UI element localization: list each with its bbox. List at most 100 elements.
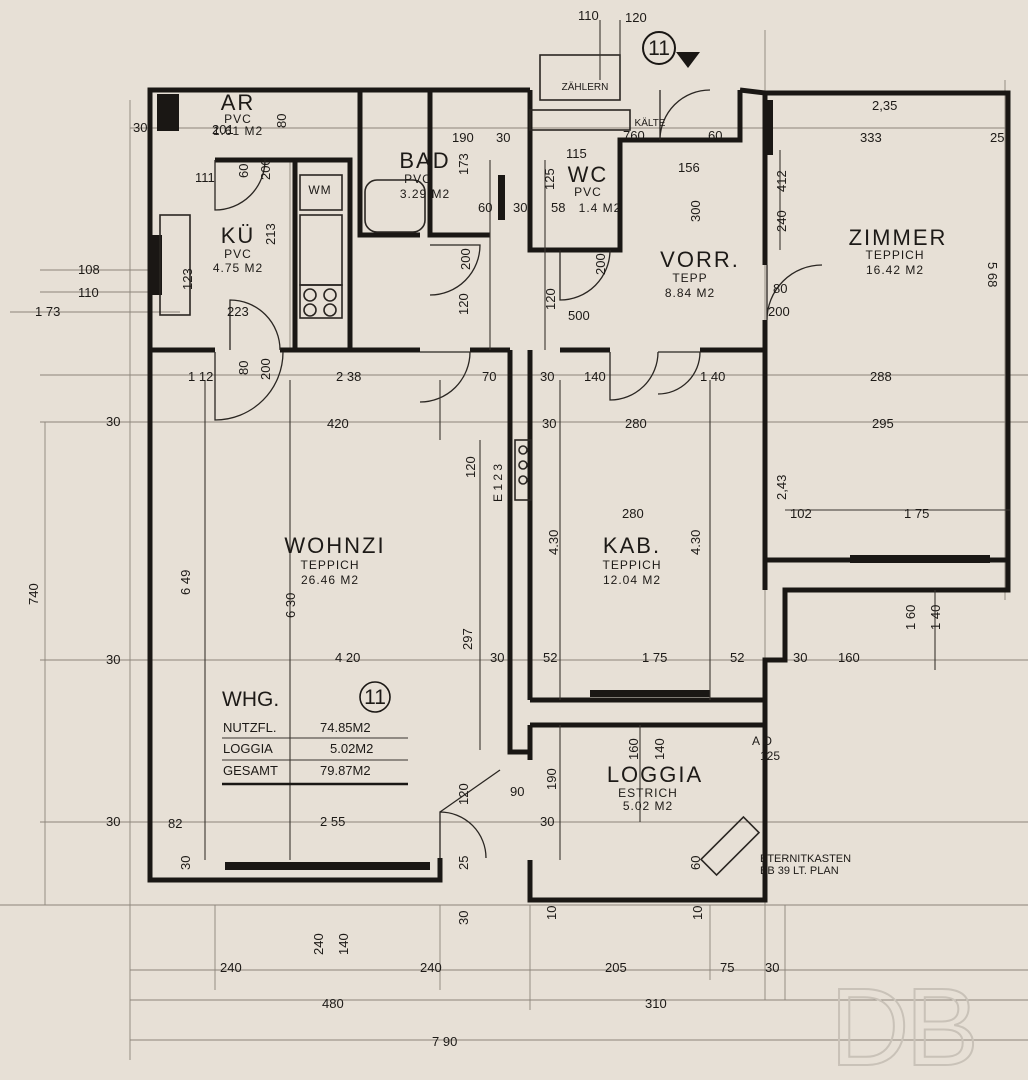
svg-text:30: 30 (106, 652, 120, 667)
window-bad (498, 175, 505, 220)
svg-text:205: 205 (605, 960, 627, 975)
svg-text:70: 70 (482, 369, 496, 384)
window-kab (590, 690, 710, 697)
svg-text:300: 300 (688, 200, 703, 222)
svg-text:740: 740 (26, 583, 41, 605)
svg-text:280: 280 (622, 506, 644, 521)
reference-grid (0, 30, 1028, 1060)
svg-text:BAD: BAD (399, 148, 450, 173)
svg-text:223: 223 (227, 304, 249, 319)
room-vorr: VORR. TEPP 8.84 M2 (660, 247, 740, 300)
svg-text:ETERNITKASTEN: ETERNITKASTEN (760, 853, 851, 865)
svg-text:74.85M2: 74.85M2 (320, 720, 371, 735)
svg-text:1 12: 1 12 (188, 369, 213, 384)
svg-text:240: 240 (774, 210, 789, 232)
svg-text:200: 200 (593, 253, 608, 275)
dimension-lines (204, 20, 1010, 860)
window-zimmer-west (764, 100, 773, 155)
svg-text:200: 200 (258, 358, 273, 380)
window-zimmer-south (850, 555, 990, 563)
svg-text:310: 310 (645, 996, 667, 1011)
svg-text:120: 120 (543, 288, 558, 310)
svg-text:123: 123 (180, 268, 195, 290)
svg-text:TEPP: TEPP (672, 271, 707, 285)
window-ar (157, 94, 179, 131)
room-wc: WC PVC 1.4 M2 (568, 162, 621, 215)
svg-text:4 20: 4 20 (335, 650, 360, 665)
svg-text:173: 173 (456, 153, 471, 175)
room-kab: KAB. TEPPICH 12.04 M2 (602, 533, 661, 587)
svg-text:480: 480 (322, 996, 344, 1011)
fixtures (159, 54, 761, 877)
room-wm: WM (308, 183, 330, 197)
svg-text:ESTRICH: ESTRICH (618, 786, 678, 800)
svg-text:LOGGIA: LOGGIA (223, 741, 273, 756)
svg-text:30: 30 (765, 960, 779, 975)
svg-text:160: 160 (838, 650, 860, 665)
svg-text:1 40: 1 40 (928, 605, 943, 630)
room-ar: AR PVC 1.61 M2 (213, 90, 262, 138)
svg-text:4.75 M2: 4.75 M2 (213, 261, 263, 275)
svg-text:30: 30 (106, 814, 120, 829)
svg-text:297: 297 (460, 628, 475, 650)
svg-text:5 68: 5 68 (985, 262, 1000, 287)
svg-text:288: 288 (870, 369, 892, 384)
svg-text:5.02 M2: 5.02 M2 (623, 799, 673, 813)
misc-labels: ZÄHLERN KÄLTE ETERNITKASTEN BB 39 LT. PL… (491, 81, 851, 877)
svg-text:760: 760 (623, 128, 645, 143)
svg-text:KAB.: KAB. (603, 533, 661, 558)
svg-text:190: 190 (544, 768, 559, 790)
svg-text:16.42 M2: 16.42 M2 (866, 263, 924, 277)
summary-unit-no: 11 (364, 686, 386, 709)
room-loggia: LOGGIA ESTRICH 5.02 M2 (607, 762, 703, 813)
svg-text:90: 90 (510, 784, 524, 799)
watermark: DB (830, 966, 975, 1080)
svg-text:200: 200 (258, 158, 273, 180)
room-kue: KÜ PVC 4.75 M2 (213, 223, 263, 275)
svg-text:VORR.: VORR. (660, 247, 740, 272)
svg-text:125: 125 (760, 749, 780, 763)
svg-text:60: 60 (478, 200, 492, 215)
svg-text:25: 25 (990, 130, 1004, 145)
svg-text:333: 333 (860, 130, 882, 145)
svg-text:1 75: 1 75 (642, 650, 667, 665)
svg-text:30: 30 (178, 856, 193, 870)
window-wohnzi (225, 862, 430, 870)
room-bad: BAD PVC 3.29 M2 (399, 148, 450, 201)
svg-text:108: 108 (78, 262, 100, 277)
svg-text:52: 52 (543, 650, 557, 665)
svg-text:120: 120 (456, 783, 471, 805)
bathtub (364, 179, 426, 233)
svg-text:25: 25 (456, 856, 471, 870)
svg-text:120: 120 (463, 456, 478, 478)
svg-text:160: 160 (626, 738, 641, 760)
svg-text:295: 295 (872, 416, 894, 431)
svg-text:GESAMT: GESAMT (223, 763, 278, 778)
svg-text:75: 75 (720, 960, 734, 975)
svg-text:190: 190 (452, 130, 474, 145)
svg-text:156: 156 (678, 160, 700, 175)
svg-text:TEPPICH: TEPPICH (865, 248, 924, 262)
svg-text:3.29 M2: 3.29 M2 (400, 187, 450, 201)
svg-text:125: 125 (542, 168, 557, 190)
room-name: AR (221, 90, 256, 115)
svg-text:110: 110 (578, 8, 599, 23)
svg-text:BB 39 LT. PLAN: BB 39 LT. PLAN (760, 865, 839, 877)
svg-text:6 49: 6 49 (178, 570, 193, 595)
svg-text:10: 10 (690, 906, 705, 920)
svg-text:E 1 2 3: E 1 2 3 (491, 464, 505, 502)
svg-text:30: 30 (542, 416, 556, 431)
room-zimmer: ZIMMER TEPPICH 16.42 M2 (849, 225, 946, 277)
svg-text:80: 80 (274, 114, 289, 128)
svg-text:60: 60 (688, 856, 703, 870)
svg-text:102: 102 (790, 506, 812, 521)
summary-title: WHG. (222, 688, 279, 711)
svg-text:1 60: 1 60 (903, 605, 918, 630)
svg-text:2,43: 2,43 (774, 475, 789, 500)
svg-text:NUTZFL.: NUTZFL. (223, 720, 276, 735)
svg-text:A O: A O (752, 734, 772, 748)
svg-text:LOGGIA: LOGGIA (607, 762, 703, 787)
unit-marker-top: 11 (642, 31, 700, 68)
svg-text:52: 52 (730, 650, 744, 665)
